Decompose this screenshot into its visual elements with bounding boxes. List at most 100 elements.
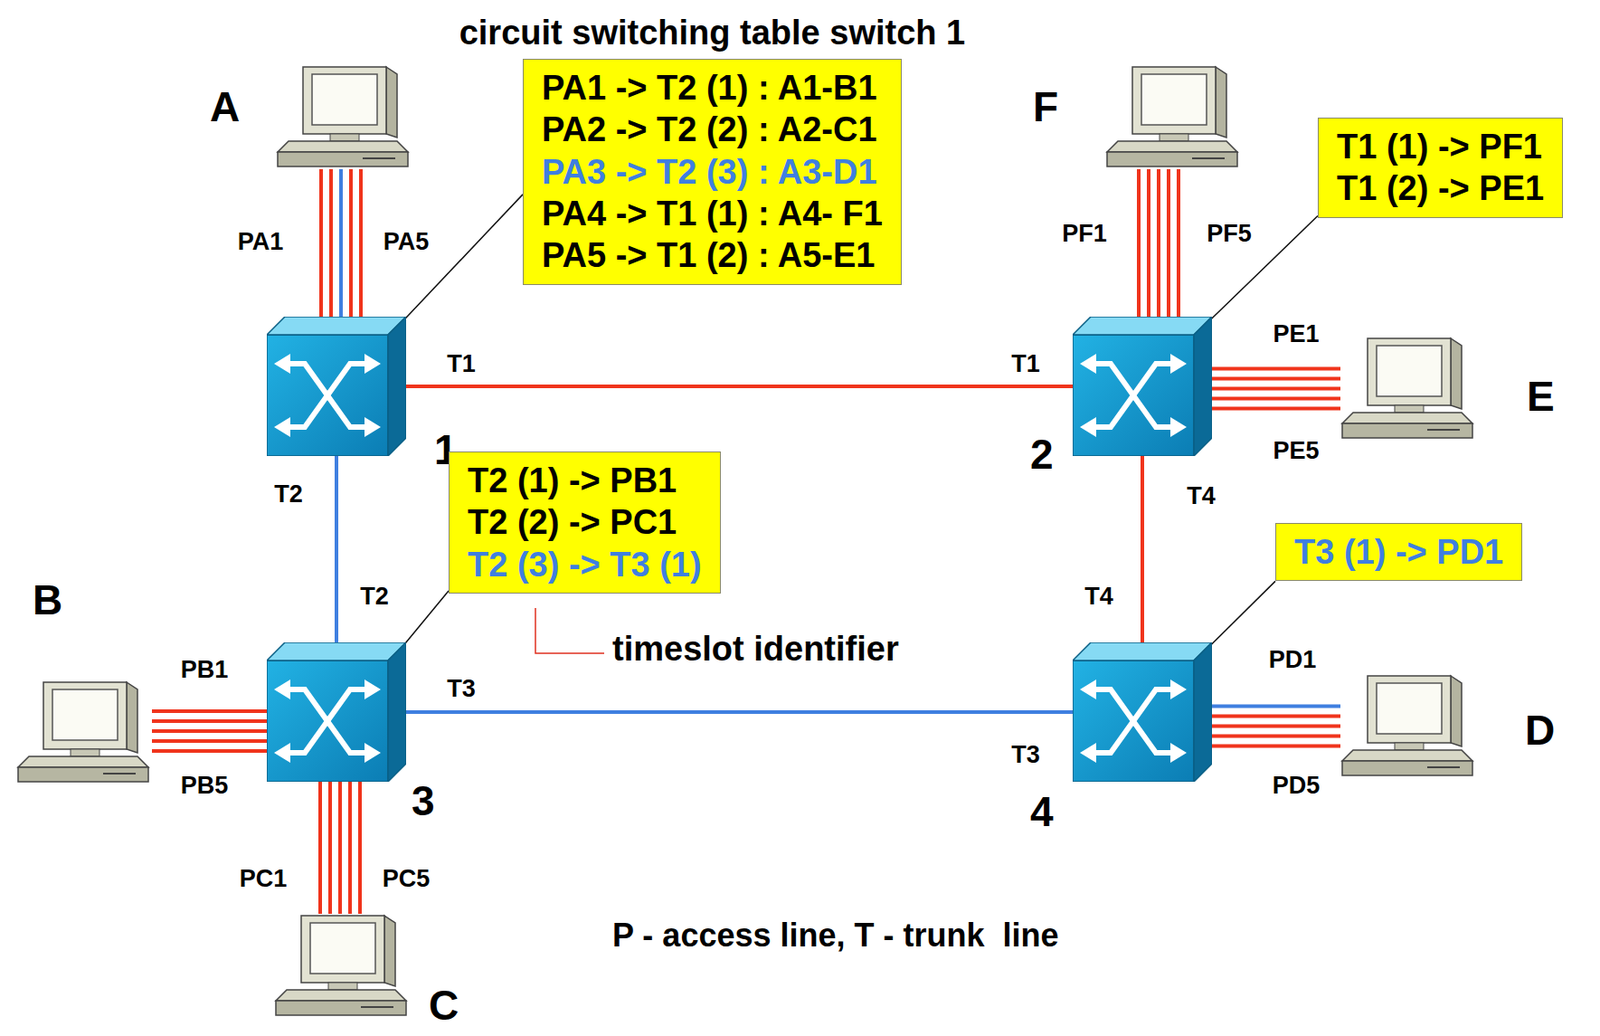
legend-note: P - access line, T - trunk line — [612, 917, 1060, 954]
port-label: PB5 — [180, 772, 229, 800]
trunk-line — [406, 711, 1073, 713]
switch-icon: 4 — [1072, 642, 1212, 782]
wire — [329, 169, 333, 317]
port-label: PF1 — [1061, 220, 1108, 248]
switch-table: circuit switching table switch 1PA1 -> T… — [522, 58, 902, 285]
wire — [398, 194, 523, 325]
table-row: T1 (1) -> PF1 — [1336, 125, 1544, 168]
computer-symbol — [1105, 65, 1241, 170]
access-bundle — [1211, 706, 1341, 747]
table-row: PA1 -> T2 (1) : A1-B1 — [541, 66, 883, 109]
wire — [1211, 734, 1341, 739]
port-label: T2 — [274, 481, 303, 509]
wire — [1166, 169, 1171, 317]
table-row: T1 (2) -> PE1 — [1336, 167, 1544, 209]
host-computer: B — [16, 680, 152, 785]
wire — [1156, 169, 1161, 317]
wire — [398, 590, 449, 651]
leader-line — [398, 194, 523, 325]
table-row: PA5 -> T1 (2) : A5-E1 — [541, 234, 883, 276]
switch-icon: 1 — [266, 316, 407, 456]
switch-table: T1 (1) -> PF1T1 (2) -> PE1 — [1317, 117, 1563, 218]
wire — [1204, 580, 1276, 651]
leader-line — [1204, 580, 1276, 651]
host-label: D — [1524, 709, 1555, 751]
wire — [151, 709, 267, 713]
wire — [358, 781, 362, 914]
wire — [348, 781, 352, 914]
wire — [1211, 377, 1341, 381]
host-computer: F — [1105, 65, 1241, 170]
annotation: timeslot identifier — [612, 630, 900, 669]
table-row: PA2 -> T2 (2) : A2-C1 — [541, 108, 883, 151]
port-label: PA1 — [237, 228, 285, 256]
host-label: C — [428, 984, 459, 1026]
table-row: PA4 -> T1 (1) : A4- F1 — [541, 192, 883, 235]
wire — [151, 728, 267, 733]
switch-symbol — [266, 642, 407, 782]
computer-symbol — [275, 65, 412, 170]
port-label: PF5 — [1206, 220, 1252, 248]
table-row: T2 (2) -> PC1 — [467, 501, 702, 543]
switch-table: T3 (1) -> PD1 — [1275, 522, 1523, 581]
wire — [151, 738, 267, 743]
host-label: E — [1526, 375, 1555, 417]
computer-symbol — [16, 680, 152, 785]
wire — [328, 781, 332, 914]
table-heading: circuit switching table switch 1 — [459, 14, 966, 53]
port-label: PB1 — [180, 656, 229, 684]
wire — [1140, 455, 1145, 643]
table-row: PA3 -> T2 (3) : A3-D1 — [541, 151, 883, 193]
port-label: PD5 — [1272, 772, 1321, 800]
switch-symbol — [1072, 642, 1212, 782]
host-computer: D — [1340, 673, 1477, 778]
switch-symbol — [266, 316, 407, 456]
host-label: F — [1032, 85, 1059, 128]
leader-line — [535, 607, 605, 654]
wire — [318, 781, 322, 914]
wire — [1176, 169, 1181, 317]
wire — [1211, 367, 1341, 371]
host-computer: E — [1340, 336, 1477, 441]
table-row: T2 (3) -> T3 (1) — [467, 543, 702, 586]
leader-line — [398, 590, 449, 651]
access-bundle — [1211, 369, 1341, 409]
wire — [1136, 169, 1141, 317]
wire — [359, 169, 363, 317]
access-bundle — [1138, 169, 1179, 317]
wire — [406, 384, 1073, 389]
switch-icon: 2 — [1072, 316, 1212, 456]
wire — [1211, 714, 1341, 719]
wire — [319, 169, 323, 317]
port-label: PE5 — [1272, 437, 1319, 465]
wire — [1146, 169, 1151, 317]
wire — [1211, 744, 1341, 748]
table-row: T2 (1) -> PB1 — [467, 459, 702, 502]
port-label: T1 — [446, 350, 476, 379]
host-label: B — [32, 578, 63, 621]
wire — [1204, 216, 1318, 326]
switch-number: 2 — [1030, 433, 1054, 475]
wire — [406, 710, 1073, 714]
port-label: PC1 — [239, 865, 288, 893]
wire — [339, 169, 343, 317]
computer-symbol — [1340, 673, 1477, 778]
wire — [1211, 387, 1341, 391]
wire — [1211, 407, 1341, 411]
table-row: T3 (1) -> PD1 — [1294, 530, 1504, 573]
wire — [1211, 724, 1341, 729]
switch-icon: 3 — [266, 642, 407, 782]
access-bundle — [151, 710, 267, 751]
wire — [338, 781, 342, 914]
trunk-line — [406, 386, 1073, 388]
port-label: T3 — [446, 675, 476, 703]
port-label: PC5 — [382, 865, 431, 893]
port-label: T3 — [1011, 741, 1041, 769]
wire — [151, 748, 267, 753]
wire — [334, 455, 339, 643]
port-label: T4 — [1084, 583, 1114, 611]
computer-symbol — [274, 913, 410, 1018]
port-label: T2 — [359, 583, 389, 611]
host-computer: C — [274, 913, 410, 1018]
